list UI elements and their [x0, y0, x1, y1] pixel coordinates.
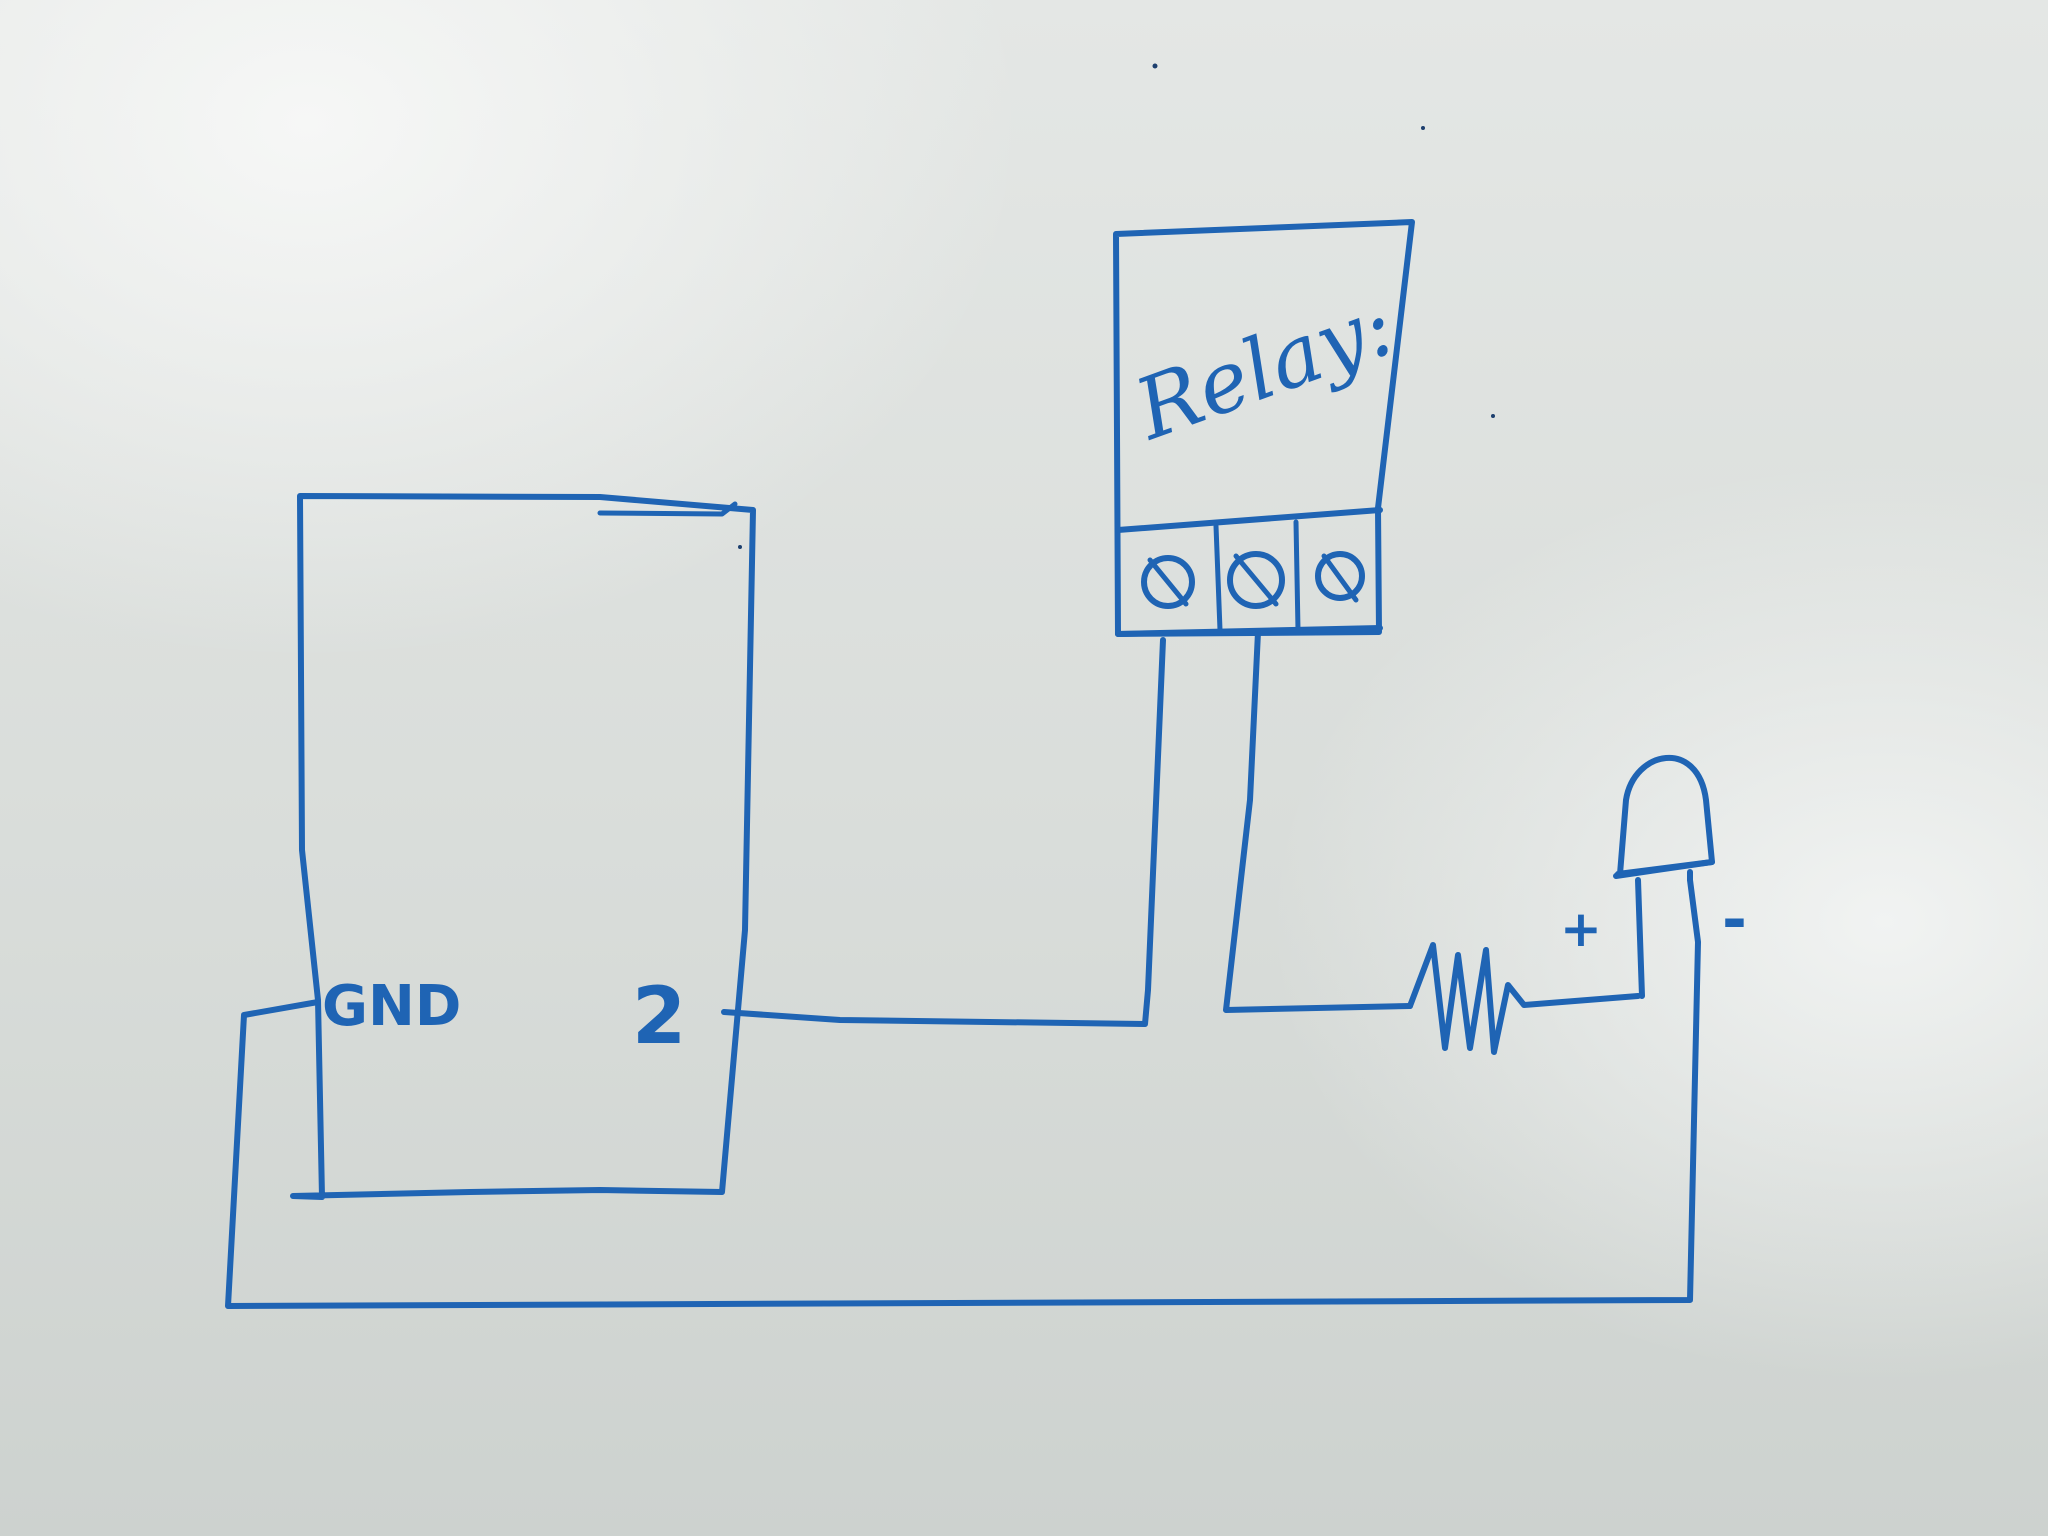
- led-anode-lead: [1635, 877, 1645, 999]
- screw-terminal-icon: [1227, 551, 1285, 609]
- relay-terminal-strip-top: [1115, 507, 1383, 533]
- ink-speck: [1491, 414, 1495, 418]
- pin-2-wire: [721, 637, 1166, 1027]
- screw-terminal-icon: [1141, 555, 1195, 609]
- relay-module-outline: [1113, 219, 1415, 637]
- ink-speck: [1152, 63, 1158, 69]
- board-top-notch: [597, 501, 738, 517]
- gnd-label: GND: [322, 974, 461, 1039]
- resistor-symbol: [1407, 942, 1641, 1055]
- ink-speck: [738, 545, 742, 549]
- led-dome: [1615, 755, 1715, 877]
- relay-terminal-divider-2: [1293, 519, 1301, 633]
- screw-terminal-icon: [1315, 551, 1365, 603]
- led-base-line: [1613, 859, 1715, 879]
- gnd-wire: [225, 877, 1701, 1309]
- relay-terminal-divider-1: [1213, 523, 1223, 633]
- relay-output-wire: [1223, 629, 1413, 1013]
- led-minus-label: -: [1722, 885, 1747, 955]
- led-plus-label: +: [1560, 900, 1602, 958]
- pin-2-label: 2: [632, 972, 686, 1062]
- relay-terminal-strip-bottom: [1115, 625, 1383, 637]
- ink-speck: [1421, 126, 1425, 130]
